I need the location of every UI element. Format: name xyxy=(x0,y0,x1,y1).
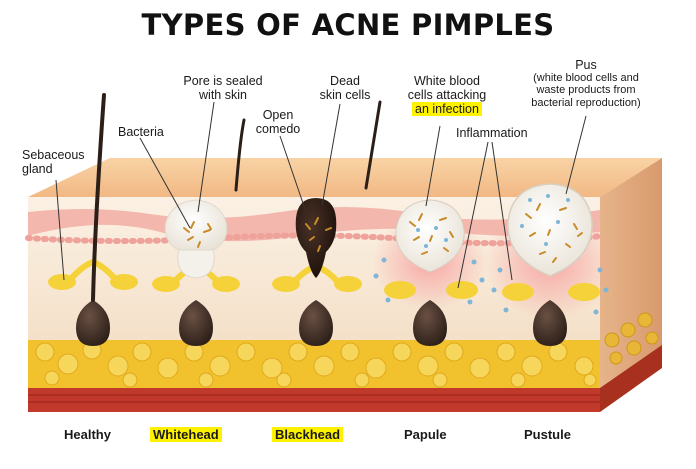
papule-follicle xyxy=(372,199,488,346)
skin-side-face xyxy=(600,158,662,410)
label-pus-line3: waste products from xyxy=(536,84,636,97)
label-bacteria: Bacteria xyxy=(118,125,164,139)
stage-label-whitehead: Whitehead xyxy=(150,427,222,443)
stage-label-whitehead-text: Whitehead xyxy=(150,427,222,442)
label-pus-line4: bacterial reproduction) xyxy=(531,96,641,109)
label-open-comedo: Open comedo xyxy=(250,108,306,136)
muscle-fibers xyxy=(28,394,600,403)
label-dead-skin-cells-line2: skin cells xyxy=(319,88,371,102)
muscle-side xyxy=(600,345,662,412)
label-white-blood-line2: cells attacking xyxy=(407,88,487,102)
label-white-blood-cells: White blood cells attacking an infection xyxy=(398,74,496,116)
label-white-blood-line1: White blood xyxy=(413,74,480,88)
label-dead-skin-cells-line1: Dead xyxy=(330,74,360,88)
label-open-comedo-line2: comedo xyxy=(255,122,301,136)
leader-lines xyxy=(55,101,587,289)
label-pore-sealed: Pore is sealed with skin xyxy=(178,74,268,102)
fat-cells xyxy=(35,340,597,388)
hair-strand-2 xyxy=(364,100,382,190)
diagram-title: TYPES OF ACNE PIMPLES xyxy=(141,8,555,42)
label-open-comedo-line1: Open xyxy=(262,108,294,122)
label-pus: Pus (white blood cells and waste product… xyxy=(516,58,656,109)
muscle-layer xyxy=(28,388,600,412)
label-inflammation: Inflammation xyxy=(456,126,528,140)
label-dead-skin-cells: Dead skin cells xyxy=(310,74,380,102)
label-sebaceous-line2: gland xyxy=(22,162,53,176)
blackhead-follicle xyxy=(272,198,362,346)
label-pus-line1: Pus xyxy=(575,58,597,72)
side-fat-cells xyxy=(604,312,659,365)
stage-label-healthy: Healthy xyxy=(64,427,111,442)
stage-label-blackhead: Blackhead xyxy=(272,427,344,443)
whitehead-follicle xyxy=(152,199,240,346)
label-white-blood-line3: an infection xyxy=(412,102,482,116)
hair-strand-1 xyxy=(234,118,246,192)
label-sebaceous-line1: Sebaceous xyxy=(22,148,85,162)
stage-label-blackhead-text: Blackhead xyxy=(272,427,344,442)
stage-label-pustule: Pustule xyxy=(524,427,571,442)
label-pus-line2: (white blood cells and xyxy=(533,72,639,84)
skin-surface xyxy=(28,158,662,197)
label-sebaceous-gland: Sebaceous gland xyxy=(22,148,85,176)
pustule-follicle xyxy=(484,183,616,346)
label-pore-sealed-line1: Pore is sealed xyxy=(183,74,263,88)
healthy-follicle xyxy=(48,93,138,346)
stage-label-papule: Papule xyxy=(404,427,447,442)
label-pore-sealed-line2: with skin xyxy=(199,88,247,102)
